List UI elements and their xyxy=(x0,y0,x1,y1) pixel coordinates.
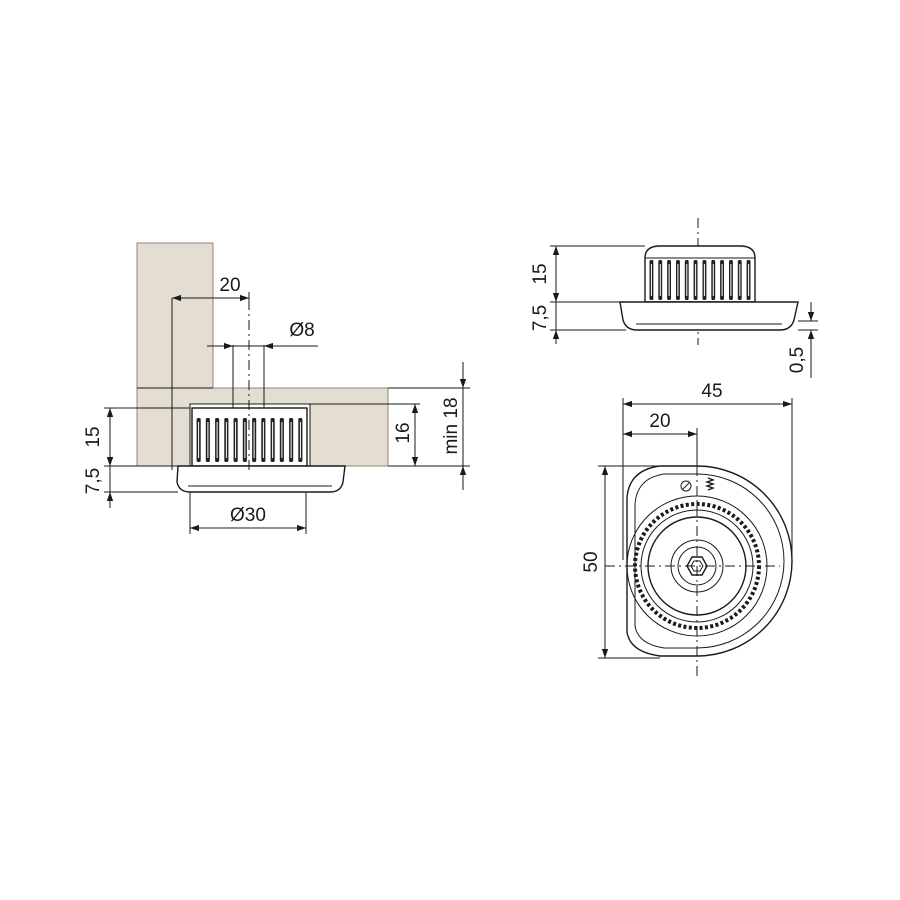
vertical-panel xyxy=(136,242,214,389)
dim-50: 50 xyxy=(581,551,602,572)
base-plate xyxy=(176,465,346,493)
side-base-plate xyxy=(619,301,799,331)
dim-20-left: 20 xyxy=(219,275,240,296)
knurled-cylinder xyxy=(191,407,308,467)
side-view: 15 7,5 0,5 xyxy=(530,218,818,378)
dim-20-right: 20 xyxy=(649,411,670,432)
dim-7-5-left: 7,5 xyxy=(83,468,104,494)
dim-45: 45 xyxy=(701,381,722,402)
top-view: 45 20 50 xyxy=(581,381,793,680)
dim-15-right: 15 xyxy=(530,263,551,284)
side-knurled-cylinder xyxy=(644,245,756,303)
dim-shaft-dia: Ø8 xyxy=(289,320,314,341)
marker-spring xyxy=(704,477,716,491)
top-outline xyxy=(626,465,793,657)
dim-base-dia: Ø30 xyxy=(230,505,266,526)
section-view: 20 Ø8 15 7,5 16 min 18 Ø30 xyxy=(83,242,470,534)
dim-min-18: min 18 xyxy=(441,397,462,454)
dim-7-5-right: 7,5 xyxy=(530,305,551,331)
dim-15-left: 15 xyxy=(83,426,104,447)
dim-0-5: 0,5 xyxy=(787,347,808,373)
marker-circle xyxy=(680,480,692,492)
dim-16: 16 xyxy=(393,422,414,443)
